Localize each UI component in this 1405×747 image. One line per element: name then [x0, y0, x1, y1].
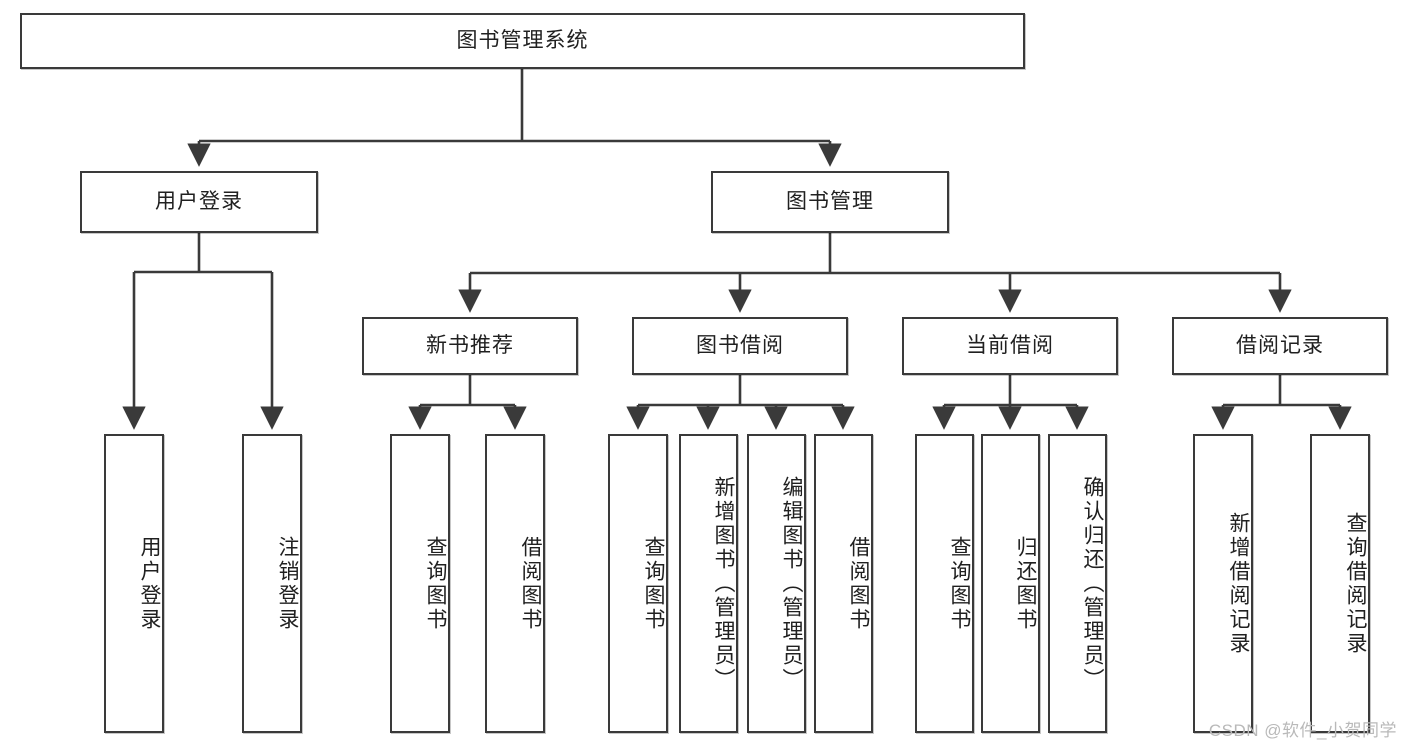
- node-book-manage-label: 图书管理: [786, 190, 874, 214]
- node-current-borrow[interactable]: 当前借阅: [902, 317, 1118, 375]
- node-leaf-query-book-2[interactable]: 查询图书: [608, 434, 668, 733]
- node-user-login-label: 用户登录: [155, 190, 243, 214]
- node-new-book-rec-label: 新书推荐: [426, 334, 514, 358]
- node-leaf-query-book-3-label: 查询图书: [948, 535, 971, 632]
- node-leaf-edit-book-label: 编辑图书（管理员）: [780, 475, 803, 692]
- node-root[interactable]: 图书管理系统: [20, 13, 1025, 69]
- node-leaf-query-record[interactable]: 查询借阅记录: [1310, 434, 1370, 733]
- node-book-borrow[interactable]: 图书借阅: [632, 317, 848, 375]
- node-borrow-record-label: 借阅记录: [1236, 334, 1324, 358]
- node-leaf-borrow-book-1-label: 借阅图书: [519, 535, 542, 632]
- node-leaf-return-book[interactable]: 归还图书: [981, 434, 1040, 733]
- node-leaf-add-book-label: 新增图书（管理员）: [712, 475, 735, 692]
- node-leaf-query-record-label: 查询借阅记录: [1344, 511, 1367, 656]
- node-leaf-user-logout[interactable]: 注销登录: [242, 434, 302, 733]
- node-borrow-record[interactable]: 借阅记录: [1172, 317, 1388, 375]
- node-root-label: 图书管理系统: [456, 29, 589, 53]
- node-leaf-return-book-label: 归还图书: [1014, 535, 1037, 632]
- node-book-borrow-label: 图书借阅: [696, 334, 784, 358]
- node-leaf-confirm-return[interactable]: 确认归还（管理员）: [1048, 434, 1107, 733]
- node-leaf-user-login-label: 用户登录: [138, 535, 161, 632]
- node-leaf-query-book-1-label: 查询图书: [424, 535, 447, 632]
- node-current-borrow-label: 当前借阅: [966, 334, 1054, 358]
- node-leaf-user-logout-label: 注销登录: [276, 535, 299, 632]
- node-leaf-borrow-book-2-label: 借阅图书: [847, 535, 870, 632]
- node-new-book-rec[interactable]: 新书推荐: [362, 317, 578, 375]
- node-leaf-add-book[interactable]: 新增图书（管理员）: [679, 434, 738, 733]
- node-leaf-query-book-1[interactable]: 查询图书: [390, 434, 450, 733]
- node-leaf-borrow-book-1[interactable]: 借阅图书: [485, 434, 545, 733]
- node-user-login[interactable]: 用户登录: [80, 171, 318, 233]
- node-leaf-confirm-return-label: 确认归还（管理员）: [1081, 475, 1104, 692]
- node-leaf-user-login[interactable]: 用户登录: [104, 434, 164, 733]
- node-leaf-borrow-book-2[interactable]: 借阅图书: [814, 434, 873, 733]
- node-leaf-query-book-2-label: 查询图书: [642, 535, 665, 632]
- node-leaf-query-book-3[interactable]: 查询图书: [915, 434, 974, 733]
- node-leaf-add-record[interactable]: 新增借阅记录: [1193, 434, 1253, 733]
- node-leaf-add-record-label: 新增借阅记录: [1227, 511, 1250, 656]
- node-book-manage[interactable]: 图书管理: [711, 171, 949, 233]
- node-leaf-edit-book[interactable]: 编辑图书（管理员）: [747, 434, 806, 733]
- watermark: CSDN @软件_小贺同学: [1208, 721, 1397, 740]
